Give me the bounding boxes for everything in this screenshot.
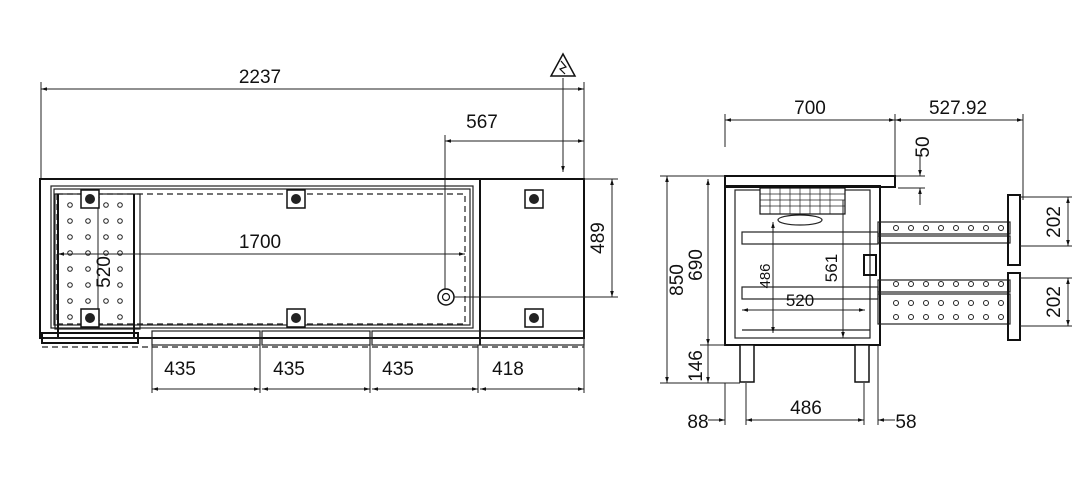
dim-leg-spacing: 486 bbox=[790, 398, 822, 419]
dim-inner-width: 520 bbox=[786, 291, 814, 310]
leg bbox=[739, 344, 755, 383]
dim-inner-depth: 486 bbox=[757, 263, 774, 288]
dim-drawer-height: 202 bbox=[1044, 206, 1065, 238]
condenser-unit bbox=[759, 187, 846, 215]
dim-inner-height: 561 bbox=[822, 254, 841, 282]
dim-leg-height: 146 bbox=[686, 350, 707, 382]
dim-right-offset: 58 bbox=[895, 412, 916, 433]
dim-top-gap: 50 bbox=[913, 136, 934, 157]
drain-icon bbox=[437, 288, 455, 306]
leg bbox=[854, 344, 870, 383]
dim-drawer-width: 435 bbox=[273, 359, 305, 380]
dim-drawer-extension: 527.92 bbox=[929, 98, 987, 119]
dim-left-offset: 88 bbox=[687, 412, 708, 433]
dim-power-offset: 567 bbox=[466, 112, 498, 133]
dim-depth: 489 bbox=[588, 222, 609, 254]
dim-overall-length: 2237 bbox=[239, 67, 281, 88]
dim-body-depth: 700 bbox=[794, 98, 826, 119]
dim-overall-height: 850 bbox=[667, 264, 688, 296]
drawer-upper bbox=[877, 194, 1021, 266]
dim-drawer-width: 435 bbox=[382, 359, 414, 380]
lock-icon bbox=[863, 254, 877, 276]
dim-inner-length: 1700 bbox=[239, 232, 281, 253]
caster-plates bbox=[80, 189, 544, 328]
electrical-hazard-icon bbox=[549, 52, 577, 77]
dim-drawer-width: 435 bbox=[164, 359, 196, 380]
dim-drawer-height: 202 bbox=[1044, 286, 1065, 318]
dim-drawer-width: 418 bbox=[492, 359, 524, 380]
side-view: 700 527.92 50 486 561 520 bbox=[660, 98, 1072, 433]
drawer-lower bbox=[877, 272, 1021, 341]
fan-icon bbox=[777, 214, 823, 226]
front-view: 2237 567 1700 bbox=[39, 52, 618, 393]
dim-body-height: 690 bbox=[686, 249, 707, 281]
dim-tray-depth: 520 bbox=[94, 256, 115, 288]
